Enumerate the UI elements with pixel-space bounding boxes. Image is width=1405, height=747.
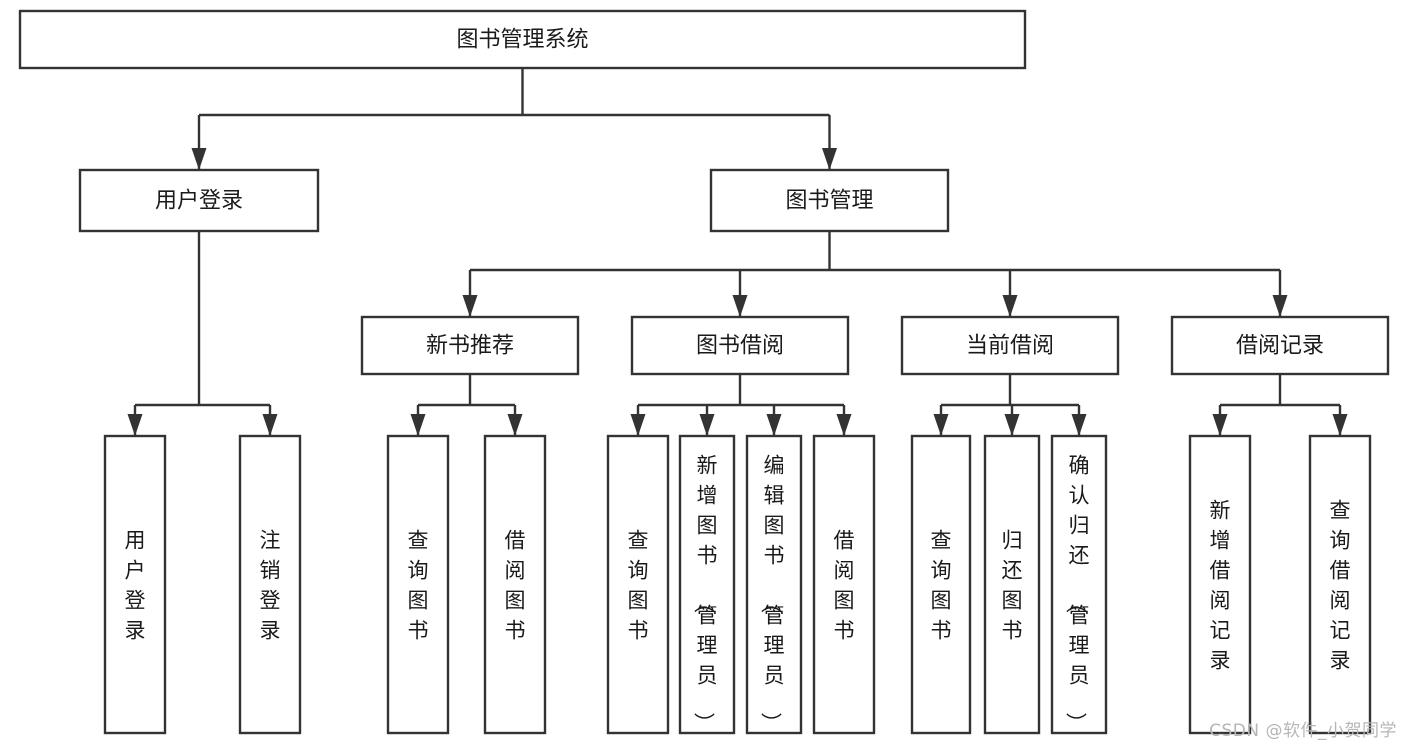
arrow-head-icon (732, 295, 748, 317)
node-label-leaf-edit-book: 编辑图书（管理员） (759, 453, 785, 733)
node-box-new-book-rec[interactable] (360, 315, 580, 376)
node-leaf-add-book[interactable]: 新增图书（管理员） (678, 434, 736, 735)
arrow-head-icon (822, 148, 837, 170)
arrow-head-icon (1002, 295, 1018, 317)
node-root[interactable]: 图书管理系统 (18, 9, 1027, 70)
node-box-leaf-query-book-1[interactable] (386, 434, 450, 735)
node-borrow-record[interactable]: 借阅记录 (1170, 315, 1390, 376)
arrow-head-icon (1004, 414, 1020, 436)
node-label-book-borrow: 图书借阅 (696, 334, 784, 359)
node-label-leaf-borrow-book-2: 借阅图书 (834, 528, 855, 642)
node-leaf-confirm-return[interactable]: 确认归还（管理员） (1050, 434, 1108, 735)
arrow-head-icon (630, 414, 646, 436)
node-box-leaf-edit-book[interactable] (745, 434, 803, 735)
node-box-current-borrow[interactable] (900, 315, 1120, 376)
node-current-borrow[interactable]: 当前借阅 (900, 315, 1120, 376)
arrow-head-icon (507, 414, 523, 436)
arrow-head-icon (262, 414, 278, 436)
node-label-borrow-record: 借阅记录 (1236, 334, 1324, 359)
arrow-head-icon (933, 414, 949, 436)
arrow-head-icon (462, 295, 478, 317)
node-book-borrow[interactable]: 图书借阅 (630, 315, 850, 376)
node-label-leaf-add-record: 新增借阅记录 (1210, 498, 1231, 672)
arrow-head-icon (1071, 414, 1087, 436)
arrow-head-icon (1332, 414, 1348, 436)
node-box-leaf-logout[interactable] (238, 434, 302, 735)
node-book-manage[interactable]: 图书管理 (709, 168, 950, 233)
node-box-leaf-return-book[interactable] (983, 434, 1041, 735)
node-leaf-edit-book[interactable]: 编辑图书（管理员） (745, 434, 803, 735)
node-label-leaf-user-login: 用户登录 (125, 528, 146, 642)
node-leaf-logout[interactable]: 注销登录 (238, 434, 302, 735)
arrow-head-icon (766, 414, 782, 436)
arrow-head-icon (699, 414, 715, 436)
connectors-layer (127, 68, 1348, 436)
node-leaf-query-book-1[interactable]: 查询图书 (386, 434, 450, 735)
nodes-layer: 图书管理系统用户登录图书管理新书推荐图书借阅当前借阅借阅记录用户登录注销登录查询… (18, 9, 1390, 735)
node-label-leaf-query-book-3: 查询图书 (931, 528, 952, 642)
node-box-book-borrow[interactable] (630, 315, 850, 376)
node-box-book-manage[interactable] (709, 168, 950, 233)
node-label-new-book-rec: 新书推荐 (426, 334, 514, 359)
node-label-leaf-query-record: 查询借阅记录 (1330, 498, 1351, 672)
node-box-leaf-borrow-book-2[interactable] (812, 434, 876, 735)
arrow-head-icon (1272, 295, 1288, 317)
node-label-leaf-add-book: 新增图书（管理员） (692, 453, 718, 733)
arrow-head-icon (1212, 414, 1228, 436)
node-label-leaf-logout: 注销登录 (260, 528, 281, 642)
node-box-leaf-user-login[interactable] (103, 434, 167, 735)
node-leaf-query-book-3[interactable]: 查询图书 (910, 434, 972, 735)
node-label-user-login: 用户登录 (155, 189, 243, 214)
node-box-borrow-record[interactable] (1170, 315, 1390, 376)
node-label-leaf-query-book-1: 查询图书 (408, 528, 429, 642)
node-leaf-return-book[interactable]: 归还图书 (983, 434, 1041, 735)
node-label-root: 图书管理系统 (456, 28, 588, 53)
node-box-leaf-borrow-book-1[interactable] (483, 434, 547, 735)
node-box-leaf-query-book-2[interactable] (606, 434, 670, 735)
arrow-head-icon (836, 414, 852, 436)
node-box-leaf-query-book-3[interactable] (910, 434, 972, 735)
node-user-login[interactable]: 用户登录 (78, 168, 320, 233)
node-label-current-borrow: 当前借阅 (966, 334, 1054, 359)
node-new-book-rec[interactable]: 新书推荐 (360, 315, 580, 376)
node-leaf-add-record[interactable]: 新增借阅记录 (1188, 434, 1252, 735)
node-label-leaf-confirm-return: 确认归还（管理员） (1064, 453, 1090, 733)
node-box-leaf-confirm-return[interactable] (1050, 434, 1108, 735)
node-box-leaf-add-book[interactable] (678, 434, 736, 735)
arrow-head-icon (191, 148, 207, 170)
node-leaf-query-record[interactable]: 查询借阅记录 (1308, 434, 1372, 735)
node-box-root[interactable] (18, 9, 1027, 70)
node-box-leaf-add-record[interactable] (1188, 434, 1252, 735)
node-leaf-borrow-book-1[interactable]: 借阅图书 (483, 434, 547, 735)
node-label-leaf-return-book: 归还图书 (1002, 528, 1023, 642)
node-label-book-manage: 图书管理 (785, 189, 873, 214)
arrow-head-icon (127, 414, 143, 436)
node-box-leaf-query-record[interactable] (1308, 434, 1372, 735)
node-leaf-user-login[interactable]: 用户登录 (103, 434, 167, 735)
node-leaf-borrow-book-2[interactable]: 借阅图书 (812, 434, 876, 735)
node-leaf-query-book-2[interactable]: 查询图书 (606, 434, 670, 735)
arrow-head-icon (410, 414, 426, 436)
node-box-user-login[interactable] (78, 168, 320, 233)
node-label-leaf-borrow-book-1: 借阅图书 (505, 528, 526, 642)
node-label-leaf-query-book-2: 查询图书 (628, 528, 649, 642)
